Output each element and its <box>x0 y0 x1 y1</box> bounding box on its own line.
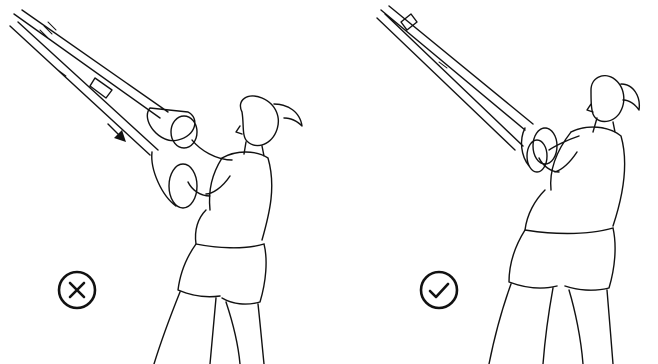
figure-person-incorrect <box>154 96 302 364</box>
suspension-straps <box>10 10 168 155</box>
cross-in-circle-icon <box>55 268 99 312</box>
handles <box>522 128 557 172</box>
incorrect-illustration <box>0 0 329 364</box>
lower-handle <box>152 152 197 208</box>
check-in-circle-icon <box>417 268 461 312</box>
correct-illustration <box>329 0 658 364</box>
arrow-icon <box>108 124 126 142</box>
panel-correct-form <box>329 0 658 364</box>
suspension-straps <box>377 6 533 150</box>
panel-incorrect-form <box>0 0 329 364</box>
